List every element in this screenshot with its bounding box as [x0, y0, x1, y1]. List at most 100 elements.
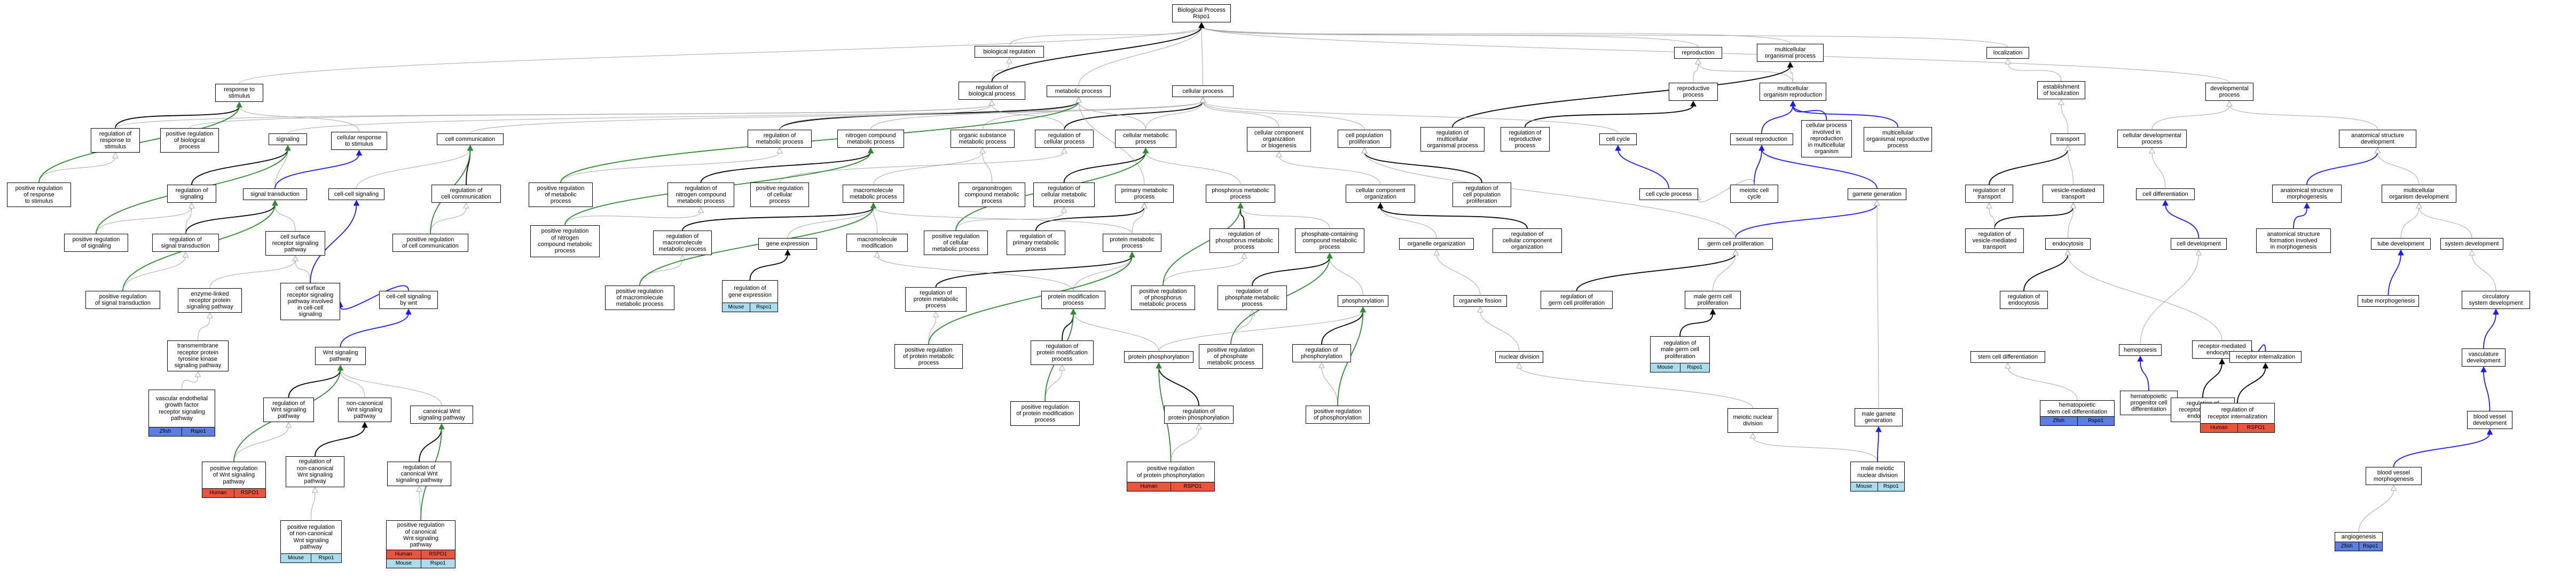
- go-term-pos-reg-sig-trans: positive regulation of signal transducti…: [85, 291, 160, 309]
- arrowhead: [1199, 97, 1206, 103]
- go-term-label: multicellular organismal reproductive pr…: [1866, 129, 1929, 149]
- go-term-reg-endocytosis: regulation of endocytosis: [2000, 291, 2048, 309]
- go-term-cc-organization: cellular component organization: [1346, 185, 1415, 203]
- relation-edge: [2400, 207, 2420, 239]
- go-term-estab-loc: establishment of localization: [2037, 81, 2085, 99]
- go-term-label: anatomical structure morphogenesis: [2280, 187, 2334, 200]
- relation-edge: [2483, 313, 2496, 349]
- species-gene-tag: Human: [202, 489, 234, 497]
- go-term-label: regulation of receptor internalization: [2208, 407, 2267, 420]
- go-term-wnt-path: Wnt signaling pathway: [315, 347, 366, 365]
- go-term-label: organelle organization: [1407, 240, 1466, 247]
- relation-edge: [470, 101, 1203, 134]
- arrowhead: [988, 99, 995, 106]
- relation-edge: [955, 211, 1064, 231]
- relation-edge: [1230, 314, 1253, 345]
- relation-edge: [1278, 155, 1381, 185]
- go-term-label: regulation of nitrogen compound metaboli…: [676, 185, 726, 205]
- relation-edge: [2293, 207, 2307, 229]
- go-term-male-gamete: male gamete generation: [1855, 408, 1903, 426]
- go-term-label: tube morphogenesis: [2361, 297, 2415, 304]
- go-term-label: anatomical structure formation involved …: [2267, 231, 2320, 251]
- go-term-reg-transport: regulation of transport: [1965, 185, 2013, 203]
- go-term-hemat-progenitor: hematopoietic progenitor cell differenti…: [2120, 391, 2178, 415]
- go-term-reg-cell-pop: regulation of cell population proliferat…: [1452, 183, 1511, 207]
- go-term-label: phosphorylation: [1342, 297, 1384, 304]
- go-term-multi-org: multicellular organismal process: [1757, 44, 1824, 62]
- relation-edge: [1252, 257, 1330, 286]
- relation-edge: [1203, 101, 1279, 128]
- go-term-label: regulation of macromolecule metabolic pr…: [658, 233, 706, 253]
- go-term-enzyme-linked: enzyme-linked receptor protein signaling…: [178, 288, 242, 313]
- go-term-label: hematopoietic stem cell differentiation: [2047, 402, 2108, 415]
- go-term-metabolic: metabolic process: [1047, 85, 1111, 97]
- go-term-org-sub: organic substance metabolic process: [951, 130, 1015, 148]
- relation-edge: [198, 316, 210, 341]
- go-term-label: regulation of reproductive process: [1509, 129, 1542, 149]
- go-term-reg-vesicle: regulation of vesicle-mediated transport: [1965, 228, 2024, 253]
- go-term-reproduction: reproduction: [1674, 47, 1722, 59]
- relation-edge: [191, 149, 288, 185]
- go-term-label: regulation of cellular process: [1043, 132, 1085, 145]
- go-term-label: macromolecule modification: [857, 236, 897, 249]
- species-gene-tag: Rspo1: [420, 559, 455, 568]
- go-term-vasculature-dev: vasculature development: [2462, 348, 2506, 367]
- go-term-repro-proc: reproductive process: [1669, 83, 1718, 101]
- go-term-label: regulation of non-canonical Wnt signalin…: [296, 458, 334, 485]
- relation-edge: [870, 101, 1079, 130]
- go-term-label: regulation of multicellular organismal p…: [1427, 129, 1478, 149]
- go-term-phos-meta: phosphorus metabolic process: [1206, 185, 1275, 203]
- species-gene-tag: Zfish: [2040, 417, 2077, 425]
- go-term-sig-trans: signal transduction: [243, 188, 307, 200]
- arrowhead: [2195, 249, 2202, 256]
- relation-edge: [1158, 367, 1199, 406]
- arrowhead: [2064, 145, 2071, 151]
- species-gene-tag: Zfish: [149, 427, 182, 436]
- relation-edge: [779, 152, 1065, 183]
- go-term-reg-noncanon: regulation of non-canonical Wnt signalin…: [286, 456, 344, 487]
- go-term-canon-wnt: canonical Wnt signaling pathway: [410, 406, 473, 424]
- relation-edge: [1203, 101, 1619, 134]
- relation-edge: [1989, 207, 1995, 229]
- relation-edge: [2483, 370, 2491, 411]
- go-term-protein-mod: protein modification process: [1041, 291, 1105, 309]
- go-term-label: positive regulation of cellular metaboli…: [932, 233, 980, 253]
- relation-edge: [1576, 253, 1736, 291]
- relation-edge: [1240, 207, 1330, 229]
- relation-edge: [340, 369, 365, 398]
- go-term-reg-cell-comm: regulation of cell communication: [431, 185, 501, 203]
- go-term-label: cell-cell signaling by wnt: [386, 293, 431, 306]
- go-term-label: sexual reproduction: [1735, 136, 1787, 142]
- arrowhead: [776, 147, 783, 154]
- arrowhead: [189, 202, 195, 209]
- arrowhead: [353, 200, 360, 206]
- go-term-reg-sig-trans: regulation of signal transduction: [152, 234, 219, 252]
- relation-edge: [682, 207, 874, 231]
- go-term-transmembrane: transmembrane receptor protein tyrosine …: [167, 340, 229, 371]
- arrowhead: [236, 101, 242, 108]
- go-term-label: cell surface receptor signaling pathway …: [287, 285, 334, 318]
- relation-edge: [982, 152, 992, 183]
- go-term-reg-protein-phos: regulation of protein phosphorylation: [1164, 406, 1234, 424]
- species-gene-tag: Mouse: [1851, 482, 1878, 491]
- relation-edge: [419, 427, 442, 462]
- arrowhead: [194, 371, 201, 377]
- go-term-label: macromolecule metabolic process: [850, 187, 897, 200]
- relation-edge: [1073, 313, 1159, 352]
- go-term-label: multicellular organismal process: [1764, 46, 1816, 59]
- go-term-label: positive regulation of metabolic process: [537, 185, 585, 205]
- go-term-label: positive regulation of response to stimu…: [15, 185, 63, 205]
- arrowhead: [932, 311, 939, 318]
- go-term-label: regulation of protein phosphorylation: [1168, 408, 1230, 421]
- go-term-label: gene expression: [766, 240, 810, 247]
- go-term-label: organelle fission: [1459, 297, 1502, 304]
- go-term-label: positive regulation of biological proces…: [166, 130, 214, 150]
- relation-edge: [1163, 207, 1241, 286]
- relation-edge: [1519, 367, 1753, 409]
- go-term-macro-mod: macromolecule modification: [846, 234, 908, 252]
- relation-edge: [239, 106, 359, 132]
- relation-edge: [1009, 26, 1202, 46]
